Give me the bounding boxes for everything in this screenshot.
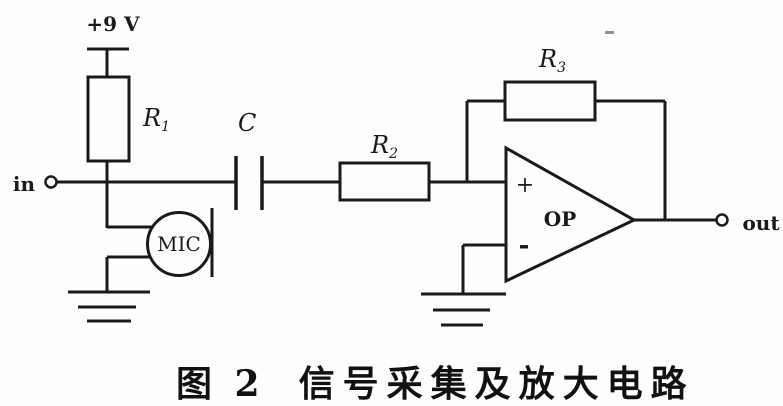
supply-voltage-label: +9 V bbox=[86, 12, 140, 36]
resistor-r3-label: R3 bbox=[538, 45, 566, 76]
opamp-inverting-sign: - bbox=[519, 231, 530, 261]
resistor-r3-symbol bbox=[503, 80, 597, 122]
figure-caption: 图 2 信号采集及放大电路 bbox=[176, 358, 695, 405]
mic-label: MIC bbox=[157, 232, 201, 256]
output-terminal-label: out bbox=[742, 211, 780, 235]
input-terminal-label: in bbox=[13, 172, 36, 196]
opamp-noninverting-sign: + bbox=[516, 173, 534, 198]
resistor-r1-symbol bbox=[86, 75, 131, 163]
figure-title: 信号采集及放大电路 bbox=[298, 363, 695, 405]
resistor-r1-label: R1 bbox=[142, 104, 170, 135]
resistor-r2-label: R2 bbox=[370, 131, 398, 162]
capacitor-label: C bbox=[238, 109, 256, 137]
opamp-triangle-symbol bbox=[504, 145, 638, 284]
scan-artifact-dot bbox=[605, 31, 614, 34]
output-terminal-circle bbox=[715, 213, 729, 227]
input-terminal-circle bbox=[44, 175, 58, 189]
ground-symbol-opamp bbox=[421, 292, 506, 327]
ground-symbol-mic bbox=[68, 290, 150, 323]
opamp-label: OP bbox=[544, 207, 576, 231]
figure-number: 图 2 bbox=[176, 363, 265, 405]
resistor-r2-symbol bbox=[338, 161, 431, 202]
